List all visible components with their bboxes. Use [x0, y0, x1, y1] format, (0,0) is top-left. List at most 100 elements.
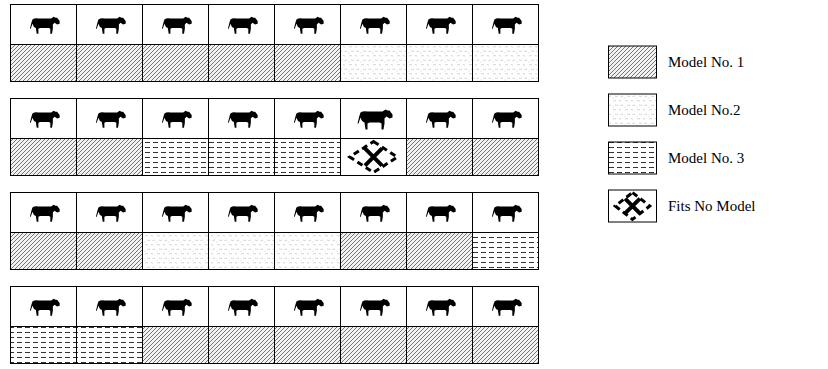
model-cell	[609, 94, 657, 126]
cow-icon	[228, 17, 258, 34]
cow-cell	[473, 193, 539, 233]
x-mark	[365, 148, 382, 165]
cow-cell	[473, 287, 539, 327]
cow-icon	[426, 299, 456, 316]
model-cell	[609, 142, 657, 174]
model-cell	[341, 233, 407, 270]
cow-icon	[294, 299, 324, 316]
cow-cell	[341, 287, 407, 327]
model-cell	[143, 139, 209, 176]
legend-label: Model No. 1	[668, 53, 744, 71]
cow-icon	[30, 17, 60, 34]
cow-icon	[228, 205, 258, 222]
model-cell	[473, 139, 539, 176]
model-cell	[11, 233, 77, 270]
model-cell	[407, 327, 473, 364]
model-cell	[77, 45, 143, 82]
model-cell	[11, 139, 77, 176]
model-cell	[341, 45, 407, 82]
model-cell	[275, 327, 341, 364]
cow-cell	[407, 287, 473, 327]
cow-icon	[228, 111, 258, 128]
cow-icon	[96, 299, 126, 316]
cow-icon	[492, 299, 522, 316]
cow-icon	[426, 111, 456, 128]
cow-cell	[11, 193, 77, 233]
cow-icon	[96, 17, 126, 34]
cow-icon	[162, 111, 192, 128]
legend-label: Model No. 3	[668, 149, 744, 167]
cow-cell	[77, 99, 143, 139]
cow-icon	[30, 299, 60, 316]
model-cell	[209, 327, 275, 364]
model-cell	[11, 45, 77, 82]
cow-cell	[407, 99, 473, 139]
dashed-diamond	[615, 193, 650, 220]
cow-cell	[473, 99, 539, 139]
cow-cell	[473, 5, 539, 45]
legend-label: Model No.2	[668, 101, 741, 119]
model-cell	[209, 45, 275, 82]
cow-cell	[209, 193, 275, 233]
model-cell	[77, 327, 143, 364]
cow-icon	[492, 111, 522, 128]
cow-icon	[426, 17, 456, 34]
model-cell	[407, 45, 473, 82]
cow-icon	[360, 205, 390, 222]
model-cell	[209, 139, 275, 176]
cow-icon	[228, 299, 258, 316]
cow-cell	[341, 193, 407, 233]
cow-icon	[426, 205, 456, 222]
cow-cell	[11, 287, 77, 327]
cow-cell	[11, 5, 77, 45]
cow-icon	[162, 205, 192, 222]
cow-icon	[30, 111, 60, 128]
cow-cell	[209, 287, 275, 327]
cow-cell	[341, 99, 407, 139]
model-cell	[143, 45, 209, 82]
cow-cell	[275, 5, 341, 45]
model-cell	[209, 233, 275, 270]
cow-icon	[360, 17, 390, 34]
model-cell	[77, 233, 143, 270]
model-cell	[473, 45, 539, 82]
model-cell	[11, 327, 77, 364]
cow-cell	[143, 99, 209, 139]
model-cell	[473, 327, 539, 364]
legend-label: Fits No Model	[668, 197, 756, 215]
dashed-diamond	[350, 141, 398, 172]
cow-icon	[492, 205, 522, 222]
cow-cell	[209, 5, 275, 45]
model-cell	[407, 233, 473, 270]
model-cell	[407, 139, 473, 176]
model-cell	[275, 139, 341, 176]
cow-icon	[294, 111, 324, 128]
cow-cell	[275, 287, 341, 327]
cow-icon	[492, 17, 522, 34]
no-model-cell	[609, 190, 657, 222]
cow-cell	[77, 287, 143, 327]
cow-cell	[143, 287, 209, 327]
cow-icon	[358, 110, 393, 130]
cow-icon	[294, 205, 324, 222]
cow-cell	[275, 193, 341, 233]
model-cell	[609, 46, 657, 78]
x-mark	[625, 199, 640, 214]
cow-icon	[360, 299, 390, 316]
cow-icon	[294, 17, 324, 34]
cow-icon	[162, 299, 192, 316]
cow-cell	[407, 193, 473, 233]
no-model-cell	[341, 139, 407, 176]
cow-cell	[407, 5, 473, 45]
cow-cell	[209, 99, 275, 139]
cow-cell	[77, 193, 143, 233]
cow-icon	[96, 205, 126, 222]
model-cell	[275, 45, 341, 82]
model-cell	[275, 233, 341, 270]
cow-icon	[30, 205, 60, 222]
cow-icon	[162, 17, 192, 34]
cow-cell	[143, 5, 209, 45]
cow-cell	[143, 193, 209, 233]
model-cell	[473, 233, 539, 270]
cow-cell	[341, 5, 407, 45]
